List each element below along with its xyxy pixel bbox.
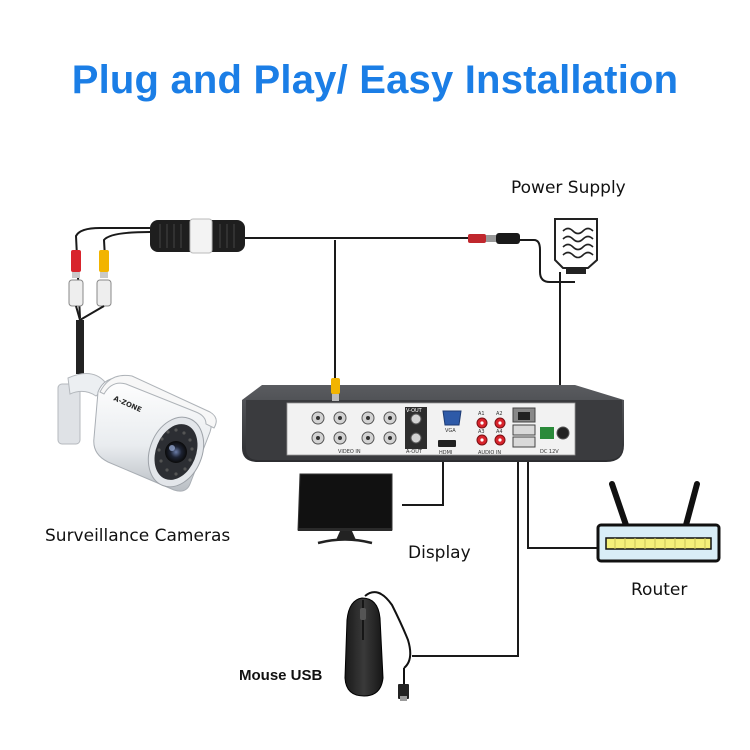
power-label: DC 12V [540, 449, 559, 455]
usb-port [512, 424, 536, 436]
vga-label: VGA [445, 428, 456, 434]
audio-ports [476, 417, 506, 446]
camera-lens [165, 441, 187, 463]
cable-balun [150, 218, 245, 254]
mouse-usb-label: Mouse USB [239, 667, 323, 684]
rca-red-connector [71, 250, 81, 272]
power-terminal [540, 427, 554, 439]
hdmi-label: HDMI [439, 450, 452, 456]
display-label: Display [408, 543, 471, 563]
dvr-recorder: VIDEO IN V-OUT A-OUT VGA HDMI A1 A2 A3 A… [242, 378, 624, 462]
camera-pigtail [68, 250, 112, 374]
aout-label: A-OUT [406, 449, 423, 455]
router [596, 481, 721, 563]
dc-power-plug [468, 233, 520, 244]
rca-yellow-connector [99, 250, 109, 272]
bnc-ports [311, 411, 397, 445]
display-monitor [297, 473, 393, 545]
page-title: Plug and Play/ Easy Installation [71, 58, 679, 102]
dc-in-port [556, 426, 570, 440]
port-a1-label: A1 [478, 411, 485, 417]
vga-port [442, 410, 462, 426]
port-a4-label: A4 [496, 429, 503, 435]
port-a2-label: A2 [496, 411, 503, 417]
usb-mouse [344, 591, 412, 701]
power-supply [554, 218, 598, 274]
dvr-video-plug [331, 378, 340, 394]
vout-label: V-OUT [406, 408, 423, 414]
port-a3-label: A3 [478, 429, 485, 435]
power-supply-label: Power Supply [511, 178, 626, 198]
audio-in-label: AUDIO IN [478, 450, 501, 456]
cable-main [74, 227, 598, 657]
bullet-camera: A-ZONE [57, 373, 217, 492]
video-in-label: VIDEO IN [338, 449, 361, 455]
router-label: Router [631, 580, 688, 600]
surveillance-cameras-label: Surveillance Cameras [45, 526, 231, 546]
hdmi-port [438, 440, 456, 447]
usb-plug [398, 684, 409, 699]
